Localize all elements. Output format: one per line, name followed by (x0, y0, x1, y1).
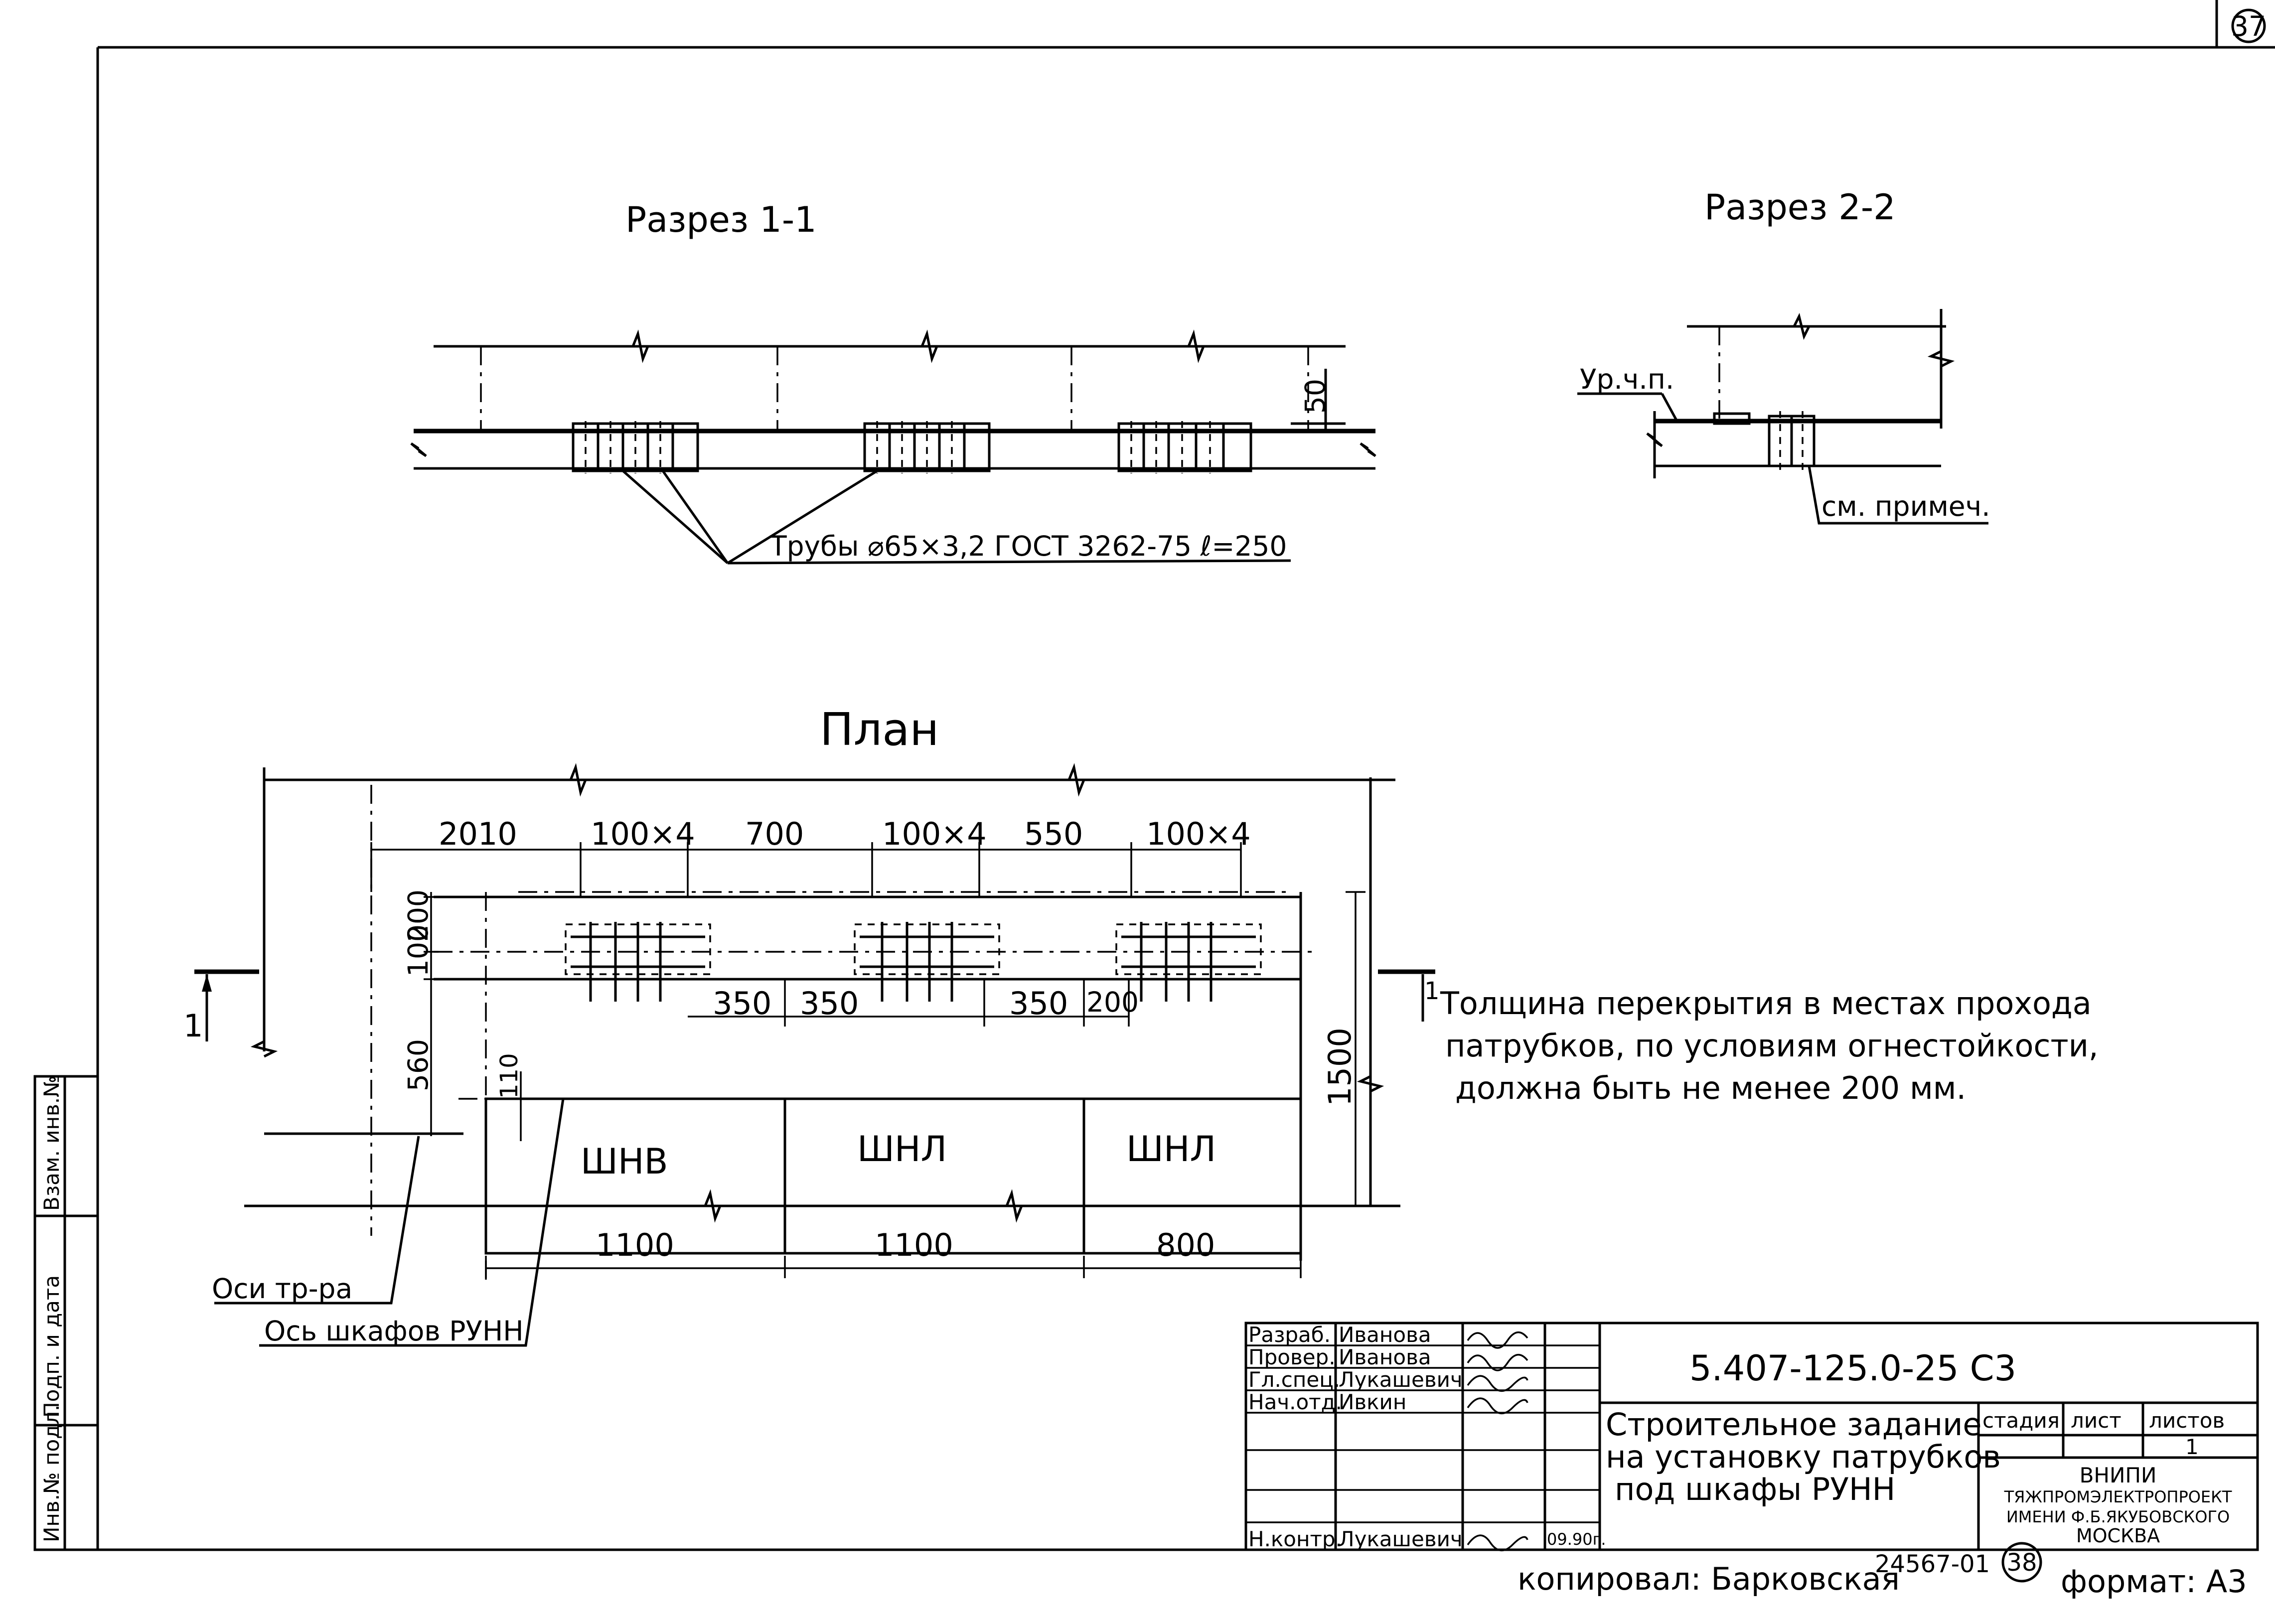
pipe-leaders (622, 469, 1291, 565)
org-line-3: ИМЕНИ Ф.Б.ЯКУБОВСКОГО (2006, 1507, 2230, 1526)
format-label: формат: А3 (2061, 1563, 2247, 1600)
description-line-1: Строительное задание (1606, 1406, 1982, 1443)
plan-dim-1100-2: 1100 (875, 1227, 953, 1263)
side-stamp: Инв.№ подл. Подп. и дата Взам. инв.№ (33, 1075, 99, 1551)
side-stamp-inv: Инв.№ подл. (39, 1405, 64, 1542)
description-line-3: под шкафы РУНН (1615, 1471, 1895, 1507)
section-mark-left: 1 (183, 1008, 203, 1044)
name-head-dept: Ивкин (1339, 1390, 1406, 1414)
plan-dim-350-3: 350 (1009, 985, 1068, 1022)
cabinet-shnv: ШНВ (581, 1141, 668, 1182)
pipe-group-3 (1117, 421, 1252, 473)
plan-dim-350-2: 350 (800, 985, 859, 1022)
section-1-drawing: 50 (410, 329, 1376, 565)
note-line-1: Толщина перекрытия в местах прохода (1440, 985, 2092, 1022)
plan-dim-100x4-1: 100×4 (591, 816, 695, 852)
cabinet-shnl-2: ШНЛ (1126, 1129, 1216, 1170)
leader-axis-transformer: Оси тр-ра (212, 1273, 352, 1305)
role-norm-control: Н.контр. (1248, 1527, 1342, 1551)
title-block (1244, 1322, 2259, 1551)
pipe-group-1 (572, 421, 699, 473)
plan-dim-550: 550 (1024, 816, 1083, 852)
cabinet-shnl-1: ШНЛ (857, 1129, 947, 1170)
plan-dim-350-1: 350 (713, 985, 771, 1022)
org-line-4: МОСКВА (2076, 1525, 2160, 1547)
archive-number: 24567-01 (1875, 1550, 1990, 1578)
copied-by: копировал: Барковская (1517, 1561, 1900, 1597)
sheet-header: лист (2071, 1408, 2122, 1433)
role-checker: Провер. (1248, 1345, 1336, 1369)
page-circle-number: 38 (2006, 1549, 2037, 1577)
plan-dim-110: 110 (495, 1053, 523, 1099)
floor-level-label: Ур.ч.п. (1580, 363, 1674, 395)
sheet-number: 37 (2231, 10, 2266, 42)
note-line-2: патрубков, по условиям огнестойкости, (1445, 1028, 2099, 1064)
name-checker: Иванова (1339, 1345, 1431, 1369)
stage-header: стадия (1982, 1408, 2060, 1433)
plan-dim-560: 560 (402, 1039, 434, 1091)
plan-dim-100x4-3: 100×4 (1146, 816, 1251, 852)
role-head-dept: Нач.отд. (1248, 1390, 1342, 1414)
side-stamp-replace: Взам. инв.№ (39, 1075, 64, 1211)
name-chief-spec: Лукашевич (1339, 1367, 1463, 1392)
plan-title: План (820, 704, 939, 756)
dim-50: 50 (1299, 379, 1331, 414)
pipe-group-2 (863, 421, 991, 473)
section-2-drawing (1577, 309, 1988, 525)
sheet-number-circle: 37 (2231, 8, 2266, 43)
plan-drawing (194, 763, 1435, 1347)
date-norm-control: 09.90г. (1547, 1530, 1606, 1549)
section-1-title: Разрез 1-1 (625, 199, 817, 240)
org-line-2: ТЯЖПРОМЭЛЕКТРОПРОЕКТ (2004, 1487, 2232, 1506)
plan-dim-100: 100 (402, 924, 434, 977)
plan-dim-2010: 2010 (439, 816, 517, 852)
description-line-2: на установку патрубков (1606, 1439, 2001, 1475)
plan-pipes-1 (565, 922, 711, 1002)
plan-dim-200: 200 (402, 889, 434, 942)
sheets-header: листов (2149, 1408, 2225, 1433)
name-developer: Иванова (1339, 1323, 1431, 1347)
section-mark-right: 1 (1424, 977, 1440, 1005)
section-2-title: Разрез 2-2 (1704, 187, 1896, 228)
page-circle-outline (2001, 1542, 2042, 1583)
plan-dim-1500: 1500 (1322, 1028, 1358, 1106)
plan-pipes-2 (854, 922, 1000, 1002)
leader-axis-cabinets: Ось шкафов РУНН (264, 1315, 524, 1347)
plan-pipes-3 (1115, 922, 1262, 1002)
plan-dim-1100-1: 1100 (596, 1227, 674, 1263)
pipe-note: Трубы ⌀65×3,2 ГОСТ 3262-75 ℓ=250 (769, 530, 1287, 562)
doc-code: 5.407-125.0-25 С3 (1689, 1348, 2016, 1389)
org-line-1: ВНИПИ (2080, 1463, 2157, 1487)
note-line-3: должна быть не менее 200 мм. (1455, 1070, 1966, 1106)
plan-dim-700: 700 (745, 816, 804, 852)
side-stamp-sign: Подп. и дата (39, 1275, 64, 1418)
plan-dim-200-inner: 200 (1086, 986, 1139, 1018)
plan-dim-100x4-2: 100×4 (882, 816, 987, 852)
name-norm-control: Лукашевич (1339, 1527, 1463, 1551)
role-chief-spec: Гл.спец. (1248, 1367, 1340, 1392)
grout-note-label: см. примеч. (1821, 490, 1990, 522)
plan-dim-800: 800 (1156, 1227, 1215, 1263)
role-developer: Разраб. (1248, 1323, 1331, 1347)
sheets-value: 1 (2185, 1435, 2199, 1459)
